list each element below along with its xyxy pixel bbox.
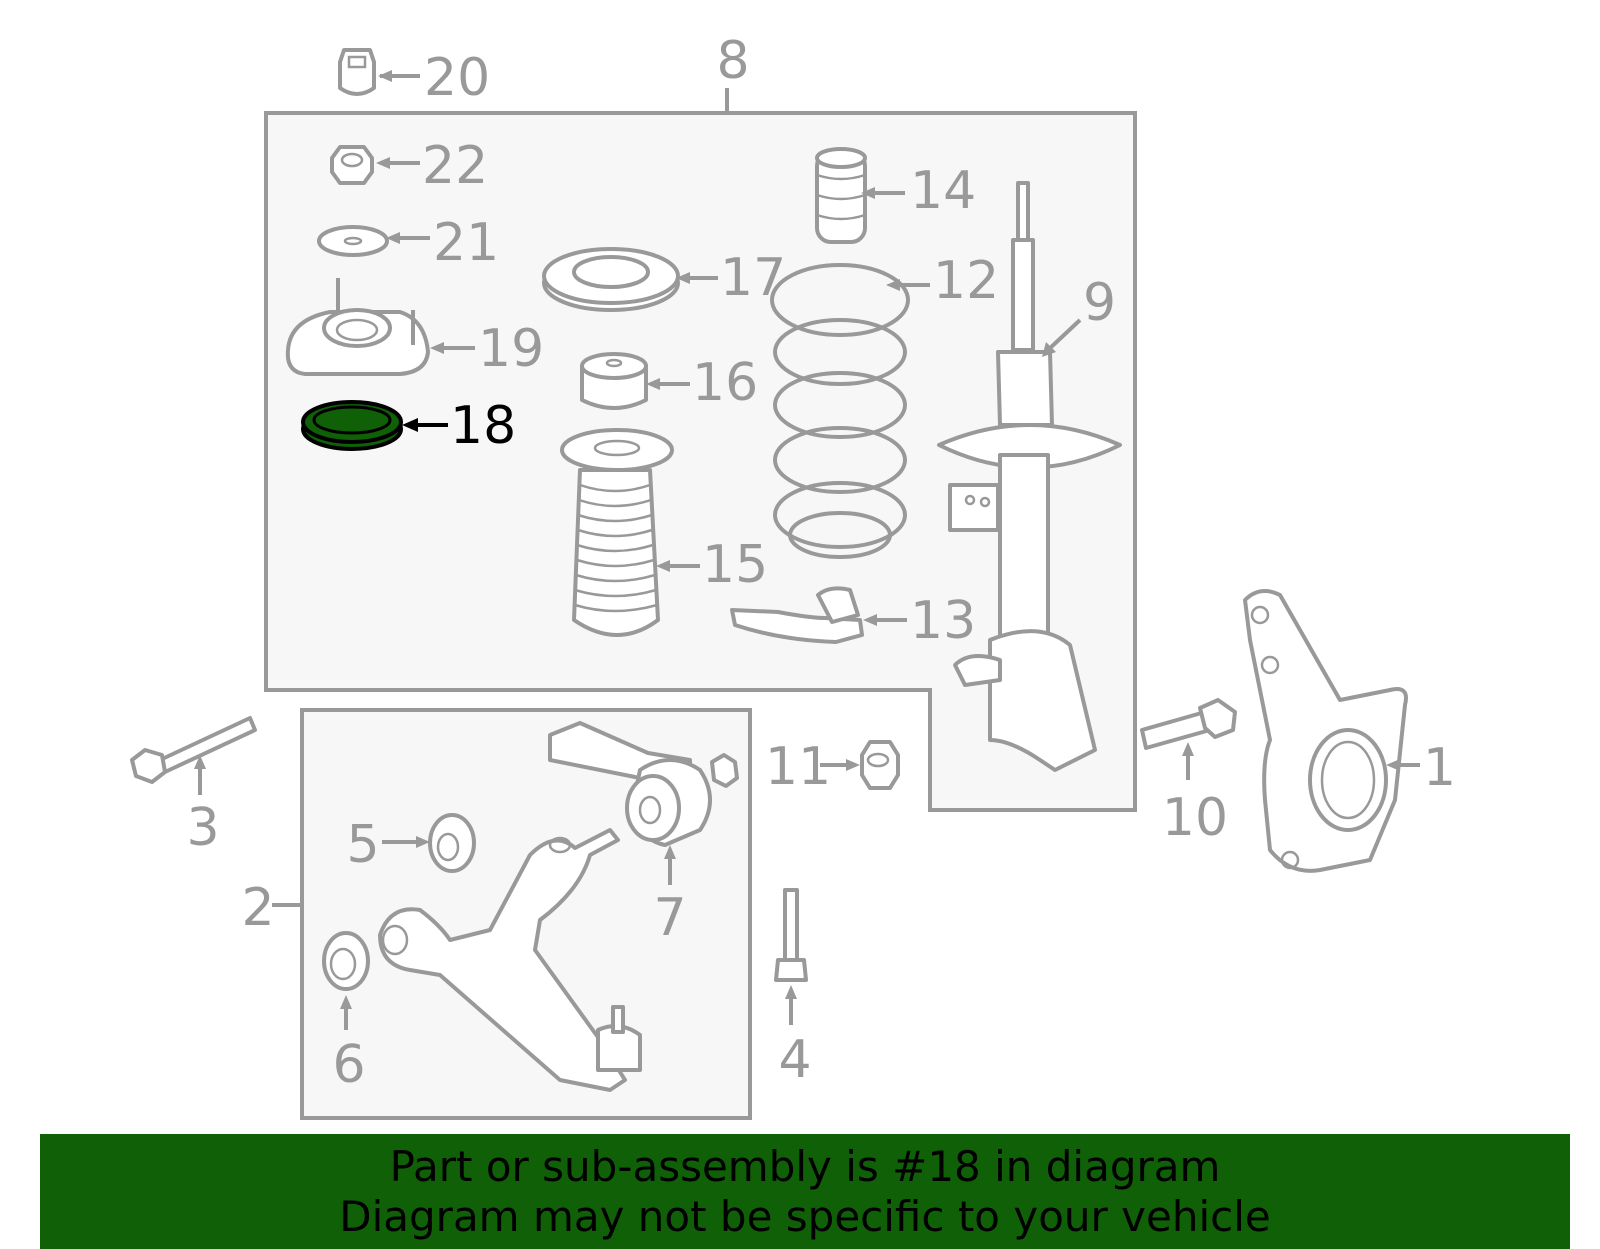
callout-5: 5: [346, 815, 379, 875]
callout-17: 17: [720, 248, 786, 308]
part-21-washer-icon[interactable]: [317, 225, 430, 257]
part-3-bolt-icon[interactable]: [130, 716, 257, 795]
part-7-bracket-bushing-icon[interactable]: [548, 721, 739, 885]
callout-14: 14: [910, 161, 976, 221]
part-13-insulator-icon[interactable]: [730, 586, 907, 644]
part-11-nut-icon[interactable]: [820, 740, 900, 790]
part-14-bump-stop-icon[interactable]: [815, 147, 905, 244]
callout-21: 21: [433, 213, 499, 273]
callout-1: 1: [1423, 738, 1456, 798]
callout-3: 3: [186, 798, 219, 858]
lower-control-arm-icon[interactable]: [378, 828, 642, 1092]
part-22-nut-icon[interactable]: [330, 145, 420, 185]
callout-18[interactable]: 18: [450, 396, 516, 456]
part-1-steering-knuckle-icon[interactable]: [1243, 589, 1420, 873]
callout-2: 2: [241, 878, 274, 938]
part-20-cap-nut-icon[interactable]: [338, 48, 420, 96]
part-18-spring-seat-highlighted-icon[interactable]: [301, 400, 448, 451]
callout-12: 12: [933, 251, 999, 311]
part-15-dust-boot-icon[interactable]: [560, 428, 700, 637]
part-19-strut-mount-icon[interactable]: [285, 278, 475, 376]
part-4-bolt-icon[interactable]: [774, 888, 808, 1025]
part-12-coil-spring-icon[interactable]: [770, 263, 930, 559]
callout-6: 6: [332, 1035, 365, 1095]
callout-16: 16: [692, 353, 758, 413]
part-10-bolt-icon[interactable]: [1140, 698, 1237, 780]
info-banner: Part or sub-assembly is #18 in diagram D…: [40, 1134, 1570, 1249]
part-5-bushing-icon[interactable]: [382, 813, 476, 873]
callout-19: 19: [478, 319, 544, 379]
banner-line-disclaimer: Diagram may not be specific to your vehi…: [339, 1191, 1271, 1241]
callout-22: 22: [422, 136, 488, 196]
callout-8: 8: [716, 31, 749, 91]
part-17-upper-seat-icon[interactable]: [542, 247, 718, 312]
assembly-box-8: [264, 111, 1137, 812]
part-9-strut-icon[interactable]: [937, 181, 1122, 772]
callout-4: 4: [778, 1030, 811, 1090]
callout-20: 20: [424, 48, 490, 108]
callout-11: 11: [765, 737, 831, 797]
callout-15: 15: [702, 535, 768, 595]
callout-10: 10: [1162, 788, 1228, 848]
callout-9: 9: [1083, 273, 1116, 333]
part-6-bushing-icon[interactable]: [322, 931, 370, 1030]
callout-13: 13: [910, 591, 976, 651]
callout-7: 7: [653, 888, 686, 948]
banner-line-part-number: Part or sub-assembly is #18 in diagram: [389, 1141, 1221, 1191]
part-16-bumper-icon[interactable]: [580, 352, 690, 410]
